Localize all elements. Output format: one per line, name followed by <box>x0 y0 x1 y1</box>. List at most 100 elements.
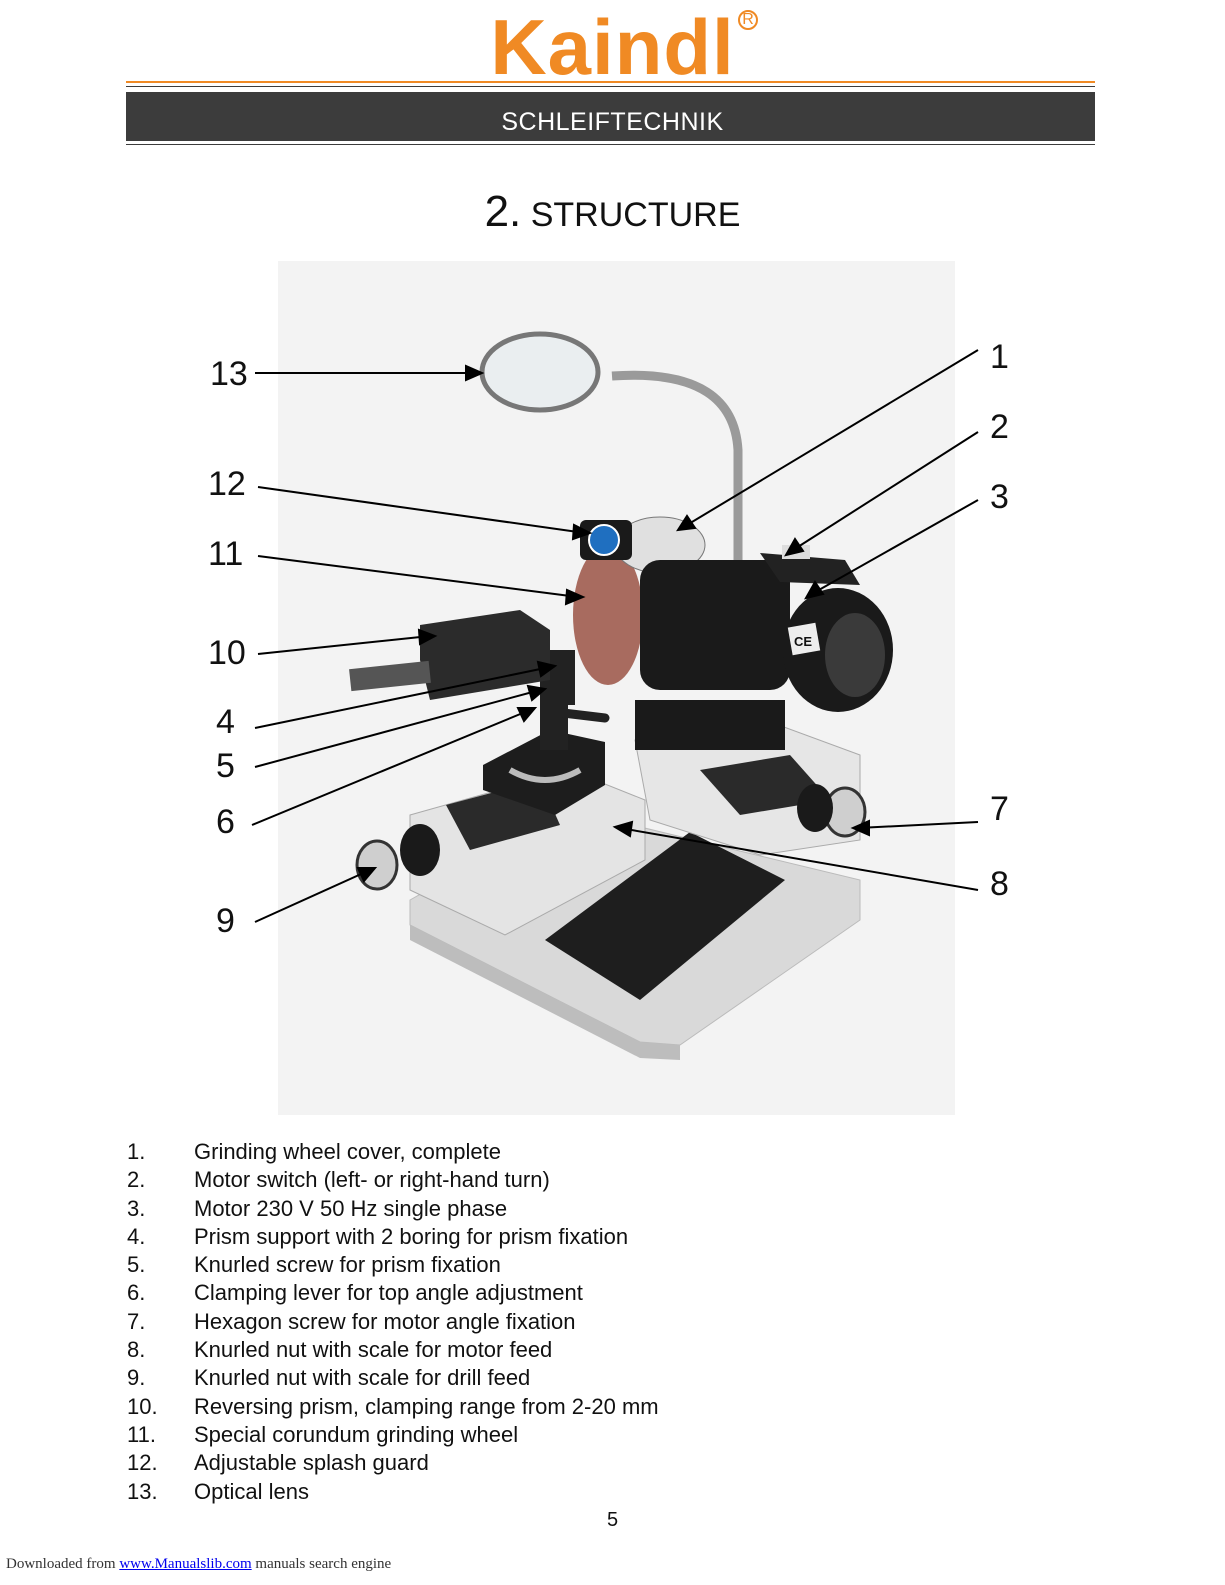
callout-11: 11 <box>208 535 244 573</box>
arrow-10 <box>417 628 438 646</box>
list-item-number: 11. <box>127 1421 156 1447</box>
arrow-6 <box>516 707 538 723</box>
header-rule-bottom <box>126 144 1095 145</box>
list-item: 7. Hexagon screw for motor angle fixation <box>127 1308 659 1336</box>
callout-3: 3 <box>990 478 1009 516</box>
list-item: 3.Motor 230 V 50 Hz single phase <box>127 1195 659 1223</box>
arrow-11 <box>564 588 586 606</box>
ce-label <box>787 622 821 656</box>
list-item: 9. Knurled nut with scale for drill feed <box>127 1364 659 1392</box>
arrow-2 <box>784 537 805 557</box>
callout-6: 6 <box>216 803 235 841</box>
callout-4: 4 <box>216 703 235 741</box>
list-item-text: Knurled nut with scale for drill feed <box>194 1365 531 1391</box>
base-plate-edge <box>410 925 680 1060</box>
page-title: 2. STRUCTURE <box>0 187 1225 237</box>
list-item: 4. Prism support with 2 boring for prism … <box>127 1223 659 1251</box>
header-band <box>126 92 1095 141</box>
list-item-text: Prism support with 2 boring for prism fi… <box>194 1223 629 1249</box>
list-item-text: Grinding wheel cover, complete <box>194 1139 501 1164</box>
arrow-3 <box>804 580 825 600</box>
list-item-text: Knurled nut with scale for motor feed <box>194 1337 553 1363</box>
angle-scale <box>508 767 582 783</box>
motor-bracket <box>635 700 785 750</box>
callout-8: 8 <box>990 865 1009 903</box>
motor-body <box>640 560 790 690</box>
list-item: 8. Knurled nut with scale for motor feed <box>127 1336 659 1364</box>
list-item-number: 6. <box>127 1280 146 1306</box>
header-rule-orange <box>126 81 1095 83</box>
leader-12 <box>257 486 586 534</box>
ce-text: CE <box>794 634 812 649</box>
drill-bit <box>349 660 431 692</box>
leader-5 <box>254 689 541 768</box>
optical-lens <box>479 331 601 413</box>
list-item: 13. Optical lens <box>127 1478 659 1506</box>
list-item: 2. Motor switch (left- or right-hand turn… <box>127 1166 659 1194</box>
section-number: 2. <box>484 187 522 236</box>
motor-switch-housing <box>760 553 860 585</box>
list-item: 12. Adjustable splash guard <box>127 1449 659 1477</box>
callout-13: 13 <box>210 355 248 393</box>
list-item-number: 5. <box>127 1252 146 1278</box>
parts-list: 1. Grinding wheel cover, complete 2. Motor… <box>127 1138 659 1506</box>
gooseneck <box>611 370 743 560</box>
list-item-number: 4. <box>127 1223 146 1249</box>
grinding-wheel <box>573 545 643 685</box>
header-rule-dark <box>126 86 1095 87</box>
arrow-13 <box>465 364 485 382</box>
leader-9 <box>254 869 371 923</box>
fan-grille <box>825 613 885 697</box>
list-item: 11.Special corundum grinding wheel <box>127 1421 659 1449</box>
list-item-number: 3. <box>127 1195 146 1221</box>
callout-12: 12 <box>208 465 246 503</box>
leader-8 <box>619 827 979 891</box>
list-item-number: 12. <box>127 1450 158 1476</box>
manualslib-link[interactable]: www.Manualslib.com <box>119 1556 252 1572</box>
arrow-7 <box>850 819 870 837</box>
callout-7: 7 <box>990 790 1009 828</box>
download-footer: Downloaded from www.Manualslib.com manua… <box>6 1556 391 1573</box>
list-item: 5.Knurled screw for prism fixation <box>127 1251 659 1279</box>
leader-2 <box>789 431 979 553</box>
arrow-4 <box>536 660 558 678</box>
list-item-number: 13. <box>127 1478 158 1504</box>
page-number: 5 <box>606 1509 619 1531</box>
list-item-number: 8. <box>127 1337 146 1363</box>
knob-collar-right <box>797 784 833 832</box>
leader-1 <box>681 349 979 529</box>
leader-6 <box>251 709 531 826</box>
arrow-5 <box>526 684 548 702</box>
list-item-text: Motor switch (left- or right-hand turn) <box>194 1167 550 1193</box>
list-item: 10. Reversing prism, clamping range from … <box>127 1393 659 1421</box>
list-item: 1. Grinding wheel cover, complete <box>127 1138 659 1166</box>
list-item-number: 1. <box>127 1139 146 1164</box>
registered-mark: R <box>738 10 758 30</box>
brand-logo: Kaindl <box>490 3 735 91</box>
callout-1: 1 <box>990 338 1009 376</box>
leader-7 <box>857 821 979 829</box>
rotary-table <box>483 730 605 815</box>
leader-10 <box>257 635 431 655</box>
list-item-text: Clamping lever for top angle adjustment <box>194 1280 583 1306</box>
section-title: STRUCTURE <box>530 196 741 234</box>
list-item-number: 7. <box>127 1308 146 1334</box>
list-item-text: Hexagon screw for motor angle fixation <box>194 1308 576 1334</box>
arrow-8 <box>612 820 634 838</box>
callout-9: 9 <box>216 902 235 940</box>
list-item-number: 2. <box>127 1167 146 1193</box>
leader-4 <box>254 666 551 729</box>
list-item-text: Reversing prism, clamping range from 2-2… <box>194 1393 659 1419</box>
callout-5: 5 <box>216 747 235 785</box>
leader-11 <box>257 555 579 598</box>
knob-collar <box>400 824 440 876</box>
list-item-text: Adjustable splash guard <box>194 1450 429 1476</box>
leader-3 <box>809 499 979 596</box>
list-item-number: 9. <box>127 1365 146 1391</box>
arrow-9 <box>356 867 378 883</box>
list-item-text: Optical lens <box>194 1478 309 1504</box>
arrow-1 <box>676 514 697 532</box>
rubber-mat <box>545 832 785 1000</box>
list-item-number: 10. <box>127 1393 158 1419</box>
